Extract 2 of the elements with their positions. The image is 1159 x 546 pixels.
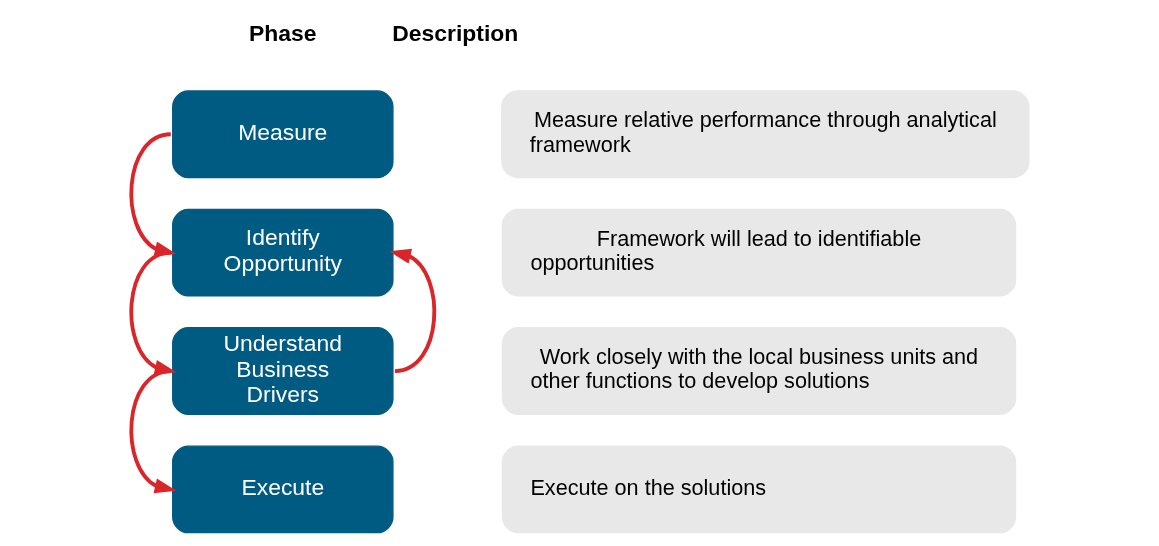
label: Description <box>391 19 518 46</box>
label: Phase <box>248 19 317 46</box>
